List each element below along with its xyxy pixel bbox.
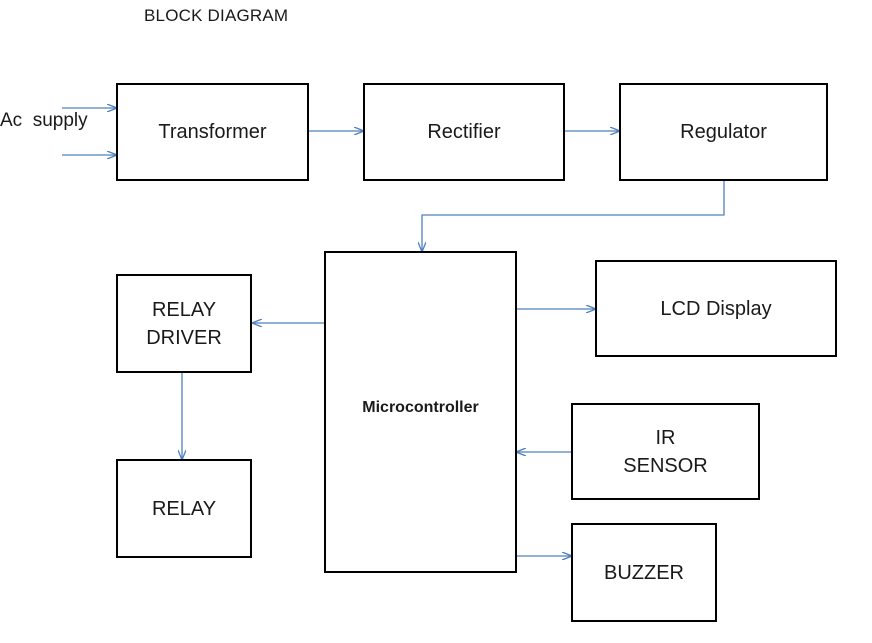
relay-label: RELAY <box>151 497 217 520</box>
regulator-block: Regulator <box>619 83 828 181</box>
transformer-label: Transformer <box>158 121 267 143</box>
diagram-title: BLOCK DIAGRAM <box>144 6 289 25</box>
lcd-display-block: LCD Display <box>595 260 837 357</box>
regulator-to-microcontroller-arrow <box>422 181 725 251</box>
relay-driver-label-line-2: DRIVER <box>146 326 222 349</box>
lcd-display-label: LCD Display <box>660 297 772 320</box>
microcontroller-block: Microcontroller <box>324 251 517 573</box>
transformer-block: Transformer <box>116 83 309 181</box>
buzzer-label: BUZZER <box>604 561 684 584</box>
relay-driver-label-line-1: RELAY <box>151 298 217 321</box>
buzzer-block: BUZZER <box>571 523 717 622</box>
ir-sensor-label-line-2: SENSOR <box>623 454 708 477</box>
ir-sensor-block: IR SENSOR <box>571 403 760 500</box>
regulator-label: Regulator <box>680 121 767 143</box>
ir-sensor-label-line-1: IR <box>655 426 676 449</box>
relay-driver-block: RELAY DRIVER <box>116 274 252 373</box>
rectifier-label: Rectifier <box>427 121 501 143</box>
rectifier-block: Rectifier <box>363 83 565 181</box>
relay-block: RELAY <box>116 459 252 558</box>
microcontroller-label: Microcontroller <box>362 399 479 416</box>
ac-supply-label: Ac supply <box>0 110 88 131</box>
